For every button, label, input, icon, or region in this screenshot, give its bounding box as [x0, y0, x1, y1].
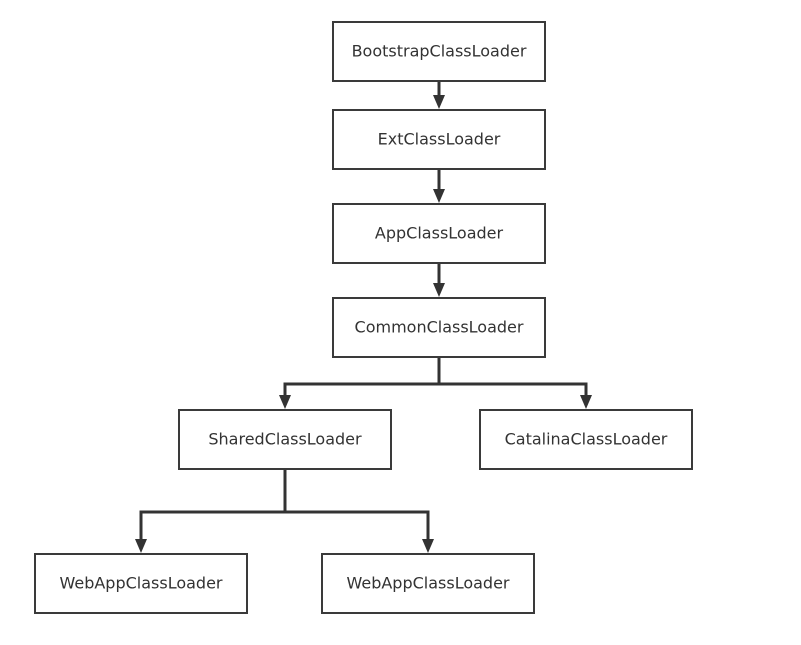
- edge-app-to-common: [433, 263, 445, 297]
- edges: [135, 81, 592, 553]
- node-app-label: AppClassLoader: [375, 224, 504, 243]
- node-app: AppClassLoader: [332, 203, 546, 264]
- edge-bootstrap-to-ext: [433, 81, 445, 109]
- node-bootstrap: BootstrapClassLoader: [332, 21, 546, 82]
- edge-common-to-catalina: [439, 382, 592, 409]
- node-webapp-1: WebAppClassLoader: [34, 553, 248, 614]
- node-webapp-2: WebAppClassLoader: [321, 553, 535, 614]
- node-shared: SharedClassLoader: [178, 409, 392, 470]
- node-catalina-label: CatalinaClassLoader: [505, 430, 668, 449]
- edge-ext-to-app: [433, 169, 445, 203]
- edge-shared-to-webapp1: [135, 469, 287, 553]
- node-webapp-2-label: WebAppClassLoader: [346, 574, 509, 593]
- node-catalina: CatalinaClassLoader: [479, 409, 693, 470]
- edge-shared-to-webapp2: [285, 510, 434, 553]
- node-common-label: CommonClassLoader: [355, 318, 524, 337]
- node-webapp-1-label: WebAppClassLoader: [59, 574, 222, 593]
- node-ext-label: ExtClassLoader: [378, 130, 501, 149]
- node-shared-label: SharedClassLoader: [208, 430, 362, 449]
- node-ext: ExtClassLoader: [332, 109, 546, 170]
- node-common: CommonClassLoader: [332, 297, 546, 358]
- edge-common-to-shared: [279, 357, 441, 409]
- node-bootstrap-label: BootstrapClassLoader: [352, 42, 527, 61]
